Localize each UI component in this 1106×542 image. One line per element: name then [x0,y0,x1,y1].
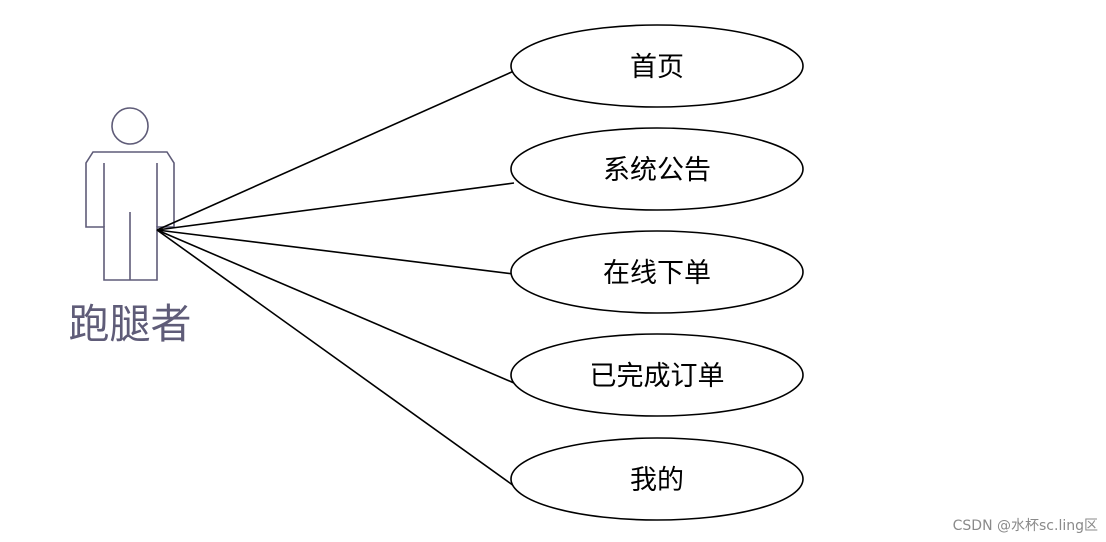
use-case-label-online-order: 在线下单 [603,258,711,289]
use-case-label-mine: 我的 [630,465,684,496]
use-case-online-order: 在线下单 [510,230,804,314]
association-line-announcement [156,182,515,231]
use-case-mine: 我的 [510,437,804,521]
use-case-ellipse [510,230,804,314]
use-case-ellipse [510,24,804,108]
use-case-ellipse [510,333,804,417]
actor-label: 跑腿者 [69,300,192,348]
use-case-completed-orders: 已完成订单 [510,333,804,417]
use-case-label-completed-orders: 已完成订单 [590,361,725,392]
use-case-ellipse [510,437,804,521]
use-case-label-announcement: 系统公告 [603,155,711,186]
association-line-completed-orders [156,229,515,384]
association-line-mine [156,229,515,487]
actor-figure [85,107,175,281]
use-case-home: 首页 [510,24,804,108]
use-case-label-home: 首页 [630,52,684,83]
watermark-text: CSDN @水杯sc.ling区 [953,518,1098,534]
actor-head [111,107,149,145]
use-case-ellipse [510,127,804,211]
association-line-home [156,70,515,231]
association-line-online-order [156,229,515,275]
associations [156,70,515,487]
use-case-announcement: 系统公告 [510,127,804,211]
